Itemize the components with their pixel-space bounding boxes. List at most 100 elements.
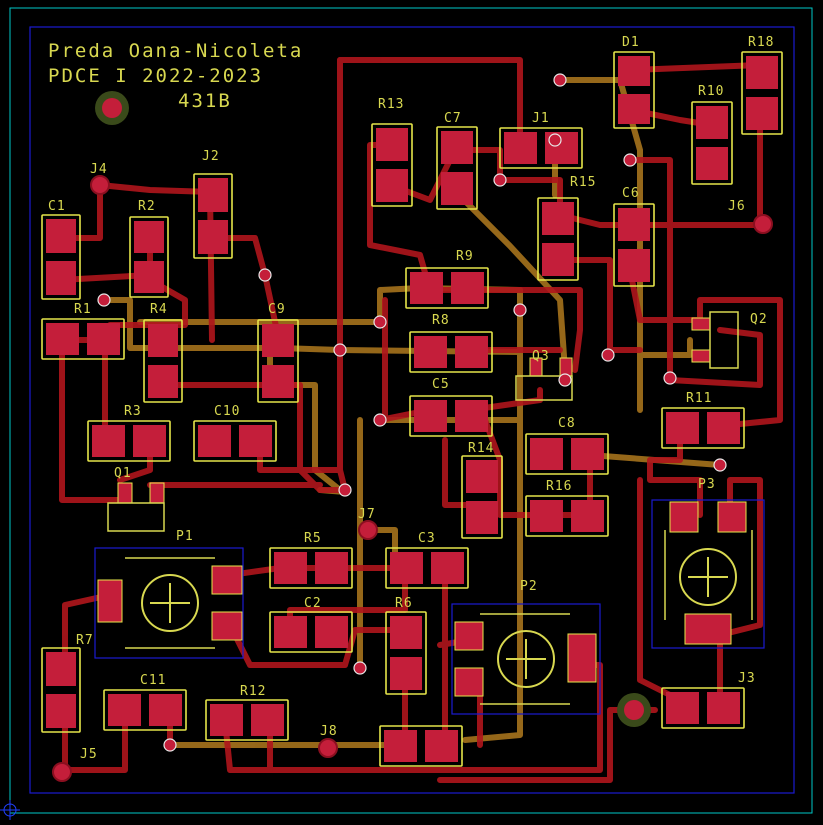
pad-r13-2 (376, 169, 408, 202)
pad-j8-2 (425, 730, 458, 762)
pad-c8-2 (571, 438, 604, 470)
pad-j3-2 (707, 692, 740, 724)
ref-j3: J3 (738, 671, 756, 686)
footprint-r2 (129, 216, 169, 298)
ref-c2: C2 (304, 596, 322, 611)
pad-r1-2 (87, 323, 120, 355)
footprint-r12 (205, 699, 289, 741)
ref-r7: R7 (76, 633, 94, 648)
footprint-r8 (409, 331, 493, 373)
testpoint-j6-icon (753, 214, 773, 234)
pad-p2-4 (454, 667, 484, 697)
via-icon (713, 458, 727, 472)
pad-r5-1 (274, 552, 307, 584)
footprint-c8 (525, 433, 609, 475)
pad-c11-2 (149, 694, 182, 726)
origin-crosshair-icon (0, 800, 20, 820)
pad-c11-1 (108, 694, 141, 726)
pad-r7-2 (46, 694, 76, 728)
pad-r2-1 (134, 221, 164, 253)
pad-c3-1 (390, 552, 423, 584)
pad-c10-2 (239, 425, 272, 457)
footprint-j8 (379, 725, 463, 767)
course-year-text: PDCE I 2022-2023 (48, 65, 264, 87)
pad-j2-2 (198, 220, 228, 254)
ref-p2: P2 (520, 579, 538, 594)
pad-r11-2 (707, 412, 740, 444)
transistor-q1-body (107, 502, 165, 532)
pad-j2-1 (198, 178, 228, 212)
ref-r13: R13 (378, 97, 405, 112)
pad-p1-0 (97, 579, 123, 623)
testpoint-j8-icon (318, 738, 338, 758)
via-icon (513, 303, 527, 317)
footprint-r15 (537, 197, 579, 281)
via-icon (163, 738, 177, 752)
footprint-j1 (499, 127, 583, 169)
pad-r3-1 (92, 425, 125, 457)
group-text: 431B (178, 90, 232, 112)
ref-p3: P3 (698, 477, 716, 492)
footprint-r5 (269, 547, 353, 589)
pad-r12-1 (210, 704, 243, 736)
pad-d1-1 (618, 56, 650, 86)
pad-p3-6 (669, 501, 699, 533)
ref-r8: R8 (432, 313, 450, 328)
via-icon (493, 173, 507, 187)
potentiometer-p3-body (651, 499, 765, 649)
pad-r12-2 (251, 704, 284, 736)
pad-r7-1 (46, 652, 76, 686)
footprint-r10 (691, 101, 733, 185)
pad-p3-7 (717, 501, 747, 533)
footprint-r11 (661, 407, 745, 449)
footprint-c2 (269, 611, 353, 653)
pad-c2-1 (274, 616, 307, 648)
footprint-r1 (41, 318, 125, 360)
ref-j6: J6 (728, 199, 746, 214)
pad-r10-1 (696, 106, 728, 139)
ref-j1: J1 (532, 111, 550, 126)
ref-c7: C7 (444, 111, 462, 126)
mounting-hole-icon (95, 91, 129, 125)
via-icon (548, 133, 562, 147)
footprint-r16 (525, 495, 609, 537)
pad-c3-2 (431, 552, 464, 584)
ref-r10: R10 (698, 84, 725, 99)
pad-r16-2 (571, 500, 604, 532)
pad-r8-2 (455, 336, 488, 368)
ref-c3: C3 (418, 531, 436, 546)
ref-r1: R1 (74, 302, 92, 317)
pad-r14-1 (466, 460, 498, 493)
pad-q1-9 (117, 482, 133, 504)
pad-r15-2 (542, 243, 574, 276)
pad-r18-1 (746, 56, 778, 89)
pad-c10-1 (198, 425, 231, 457)
mounting-hole-icon (617, 693, 651, 727)
footprint-c9 (257, 319, 299, 403)
pad-q2-13 (691, 317, 711, 331)
potentiometer-p1-body (94, 547, 244, 659)
pad-r16-1 (530, 500, 563, 532)
designer-name-text: Preda Oana-Nicoleta (48, 40, 304, 62)
ref-j2: J2 (202, 149, 220, 164)
via-icon (373, 413, 387, 427)
ref-c10: C10 (214, 404, 241, 419)
pad-r1-1 (46, 323, 79, 355)
pad-c1-2 (46, 261, 76, 295)
pad-c6-1 (618, 208, 650, 241)
pad-r9-2 (451, 272, 484, 304)
ref-c6: C6 (622, 186, 640, 201)
pad-j3-1 (666, 692, 699, 724)
ref-q3: Q3 (532, 349, 550, 364)
via-icon (558, 373, 572, 387)
pad-r14-2 (466, 501, 498, 534)
pad-c7-1 (441, 131, 473, 164)
footprint-c1 (41, 214, 81, 300)
testpoint-j7-icon (358, 520, 378, 540)
via-icon (663, 371, 677, 385)
ref-r2: R2 (138, 199, 156, 214)
ref-r4: R4 (150, 302, 168, 317)
inner-keepout-outline (29, 26, 795, 794)
pad-r18-2 (746, 97, 778, 130)
